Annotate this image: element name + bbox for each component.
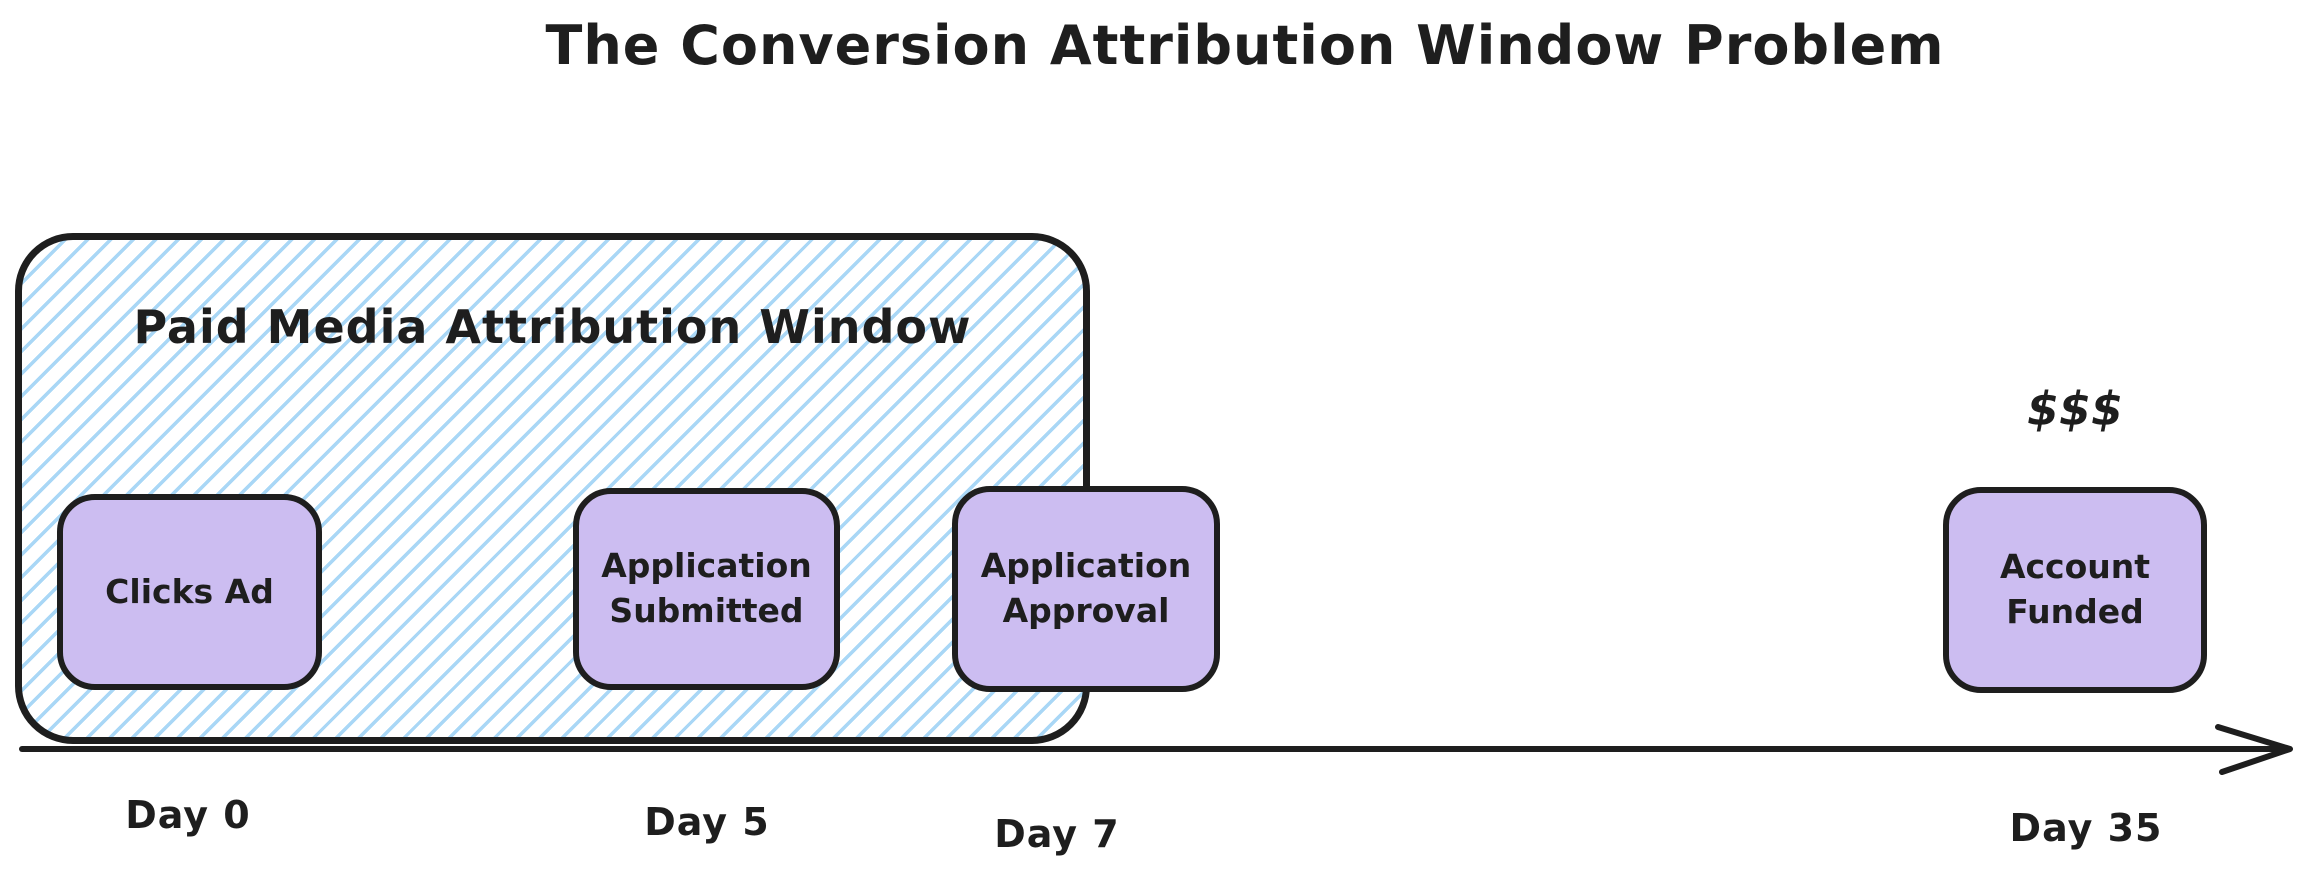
event-label-clicks-ad: Clicks Ad bbox=[105, 571, 274, 611]
timeline-arrow bbox=[19, 724, 2293, 775]
event-box-application-submitted: Application Submitted bbox=[573, 488, 840, 690]
day-label-7: Day 7 bbox=[994, 812, 1120, 856]
attribution-window-label: Paid Media Attribution Window bbox=[133, 300, 972, 354]
day-label-0: Day 0 bbox=[125, 793, 251, 837]
timeline-arrowhead-icon bbox=[2215, 724, 2293, 775]
event-box-clicks-ad: Clicks Ad bbox=[57, 494, 322, 690]
event-label-account-funded: Account Funded bbox=[1999, 547, 2151, 631]
event-box-account-funded: Account Funded bbox=[1943, 487, 2207, 693]
event-box-application-approval: Application Approval bbox=[952, 486, 1220, 692]
event-label-application-approval: Application Approval bbox=[980, 546, 1192, 630]
diagram-title: The Conversion Attribution Window Proble… bbox=[545, 14, 1945, 77]
day-label-5: Day 5 bbox=[644, 800, 770, 844]
day-label-35: Day 35 bbox=[2009, 806, 2163, 850]
event-label-application-submitted: Application Submitted bbox=[601, 546, 812, 630]
money-annotation: $$$ bbox=[2026, 382, 2124, 436]
